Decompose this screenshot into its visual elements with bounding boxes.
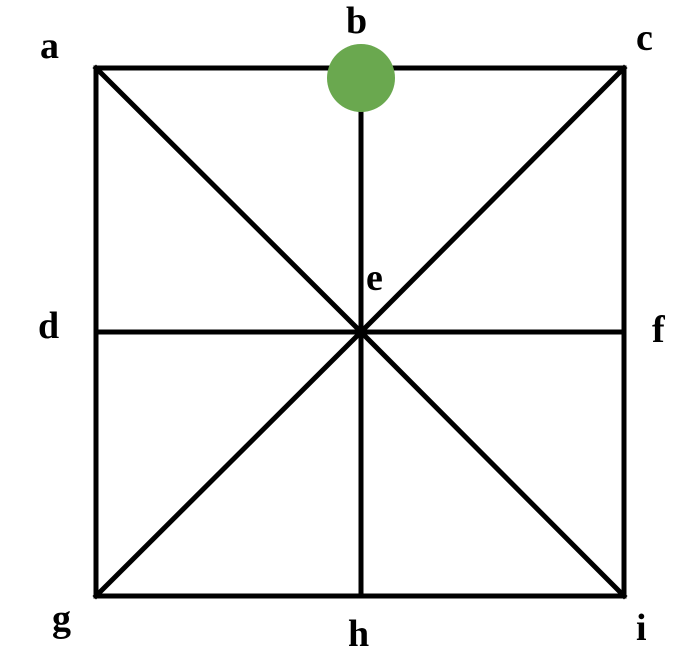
label-i: i	[636, 607, 647, 649]
label-e: e	[366, 257, 383, 299]
label-b: b	[346, 0, 367, 42]
token-piece[interactable]	[327, 44, 395, 112]
edge-e-i	[357, 328, 628, 600]
token-layer	[327, 44, 395, 112]
label-a: a	[40, 25, 59, 67]
label-f: f	[652, 309, 666, 351]
label-c: c	[636, 17, 653, 59]
edge-e-g	[92, 328, 365, 600]
node-labels: a b c d e f g h i	[38, 0, 666, 654]
label-d: d	[38, 305, 59, 347]
board-lines	[92, 64, 628, 600]
label-h: h	[348, 613, 369, 654]
label-g: g	[52, 598, 71, 640]
edge-c-e	[357, 64, 628, 336]
edge-a-e	[92, 64, 365, 336]
